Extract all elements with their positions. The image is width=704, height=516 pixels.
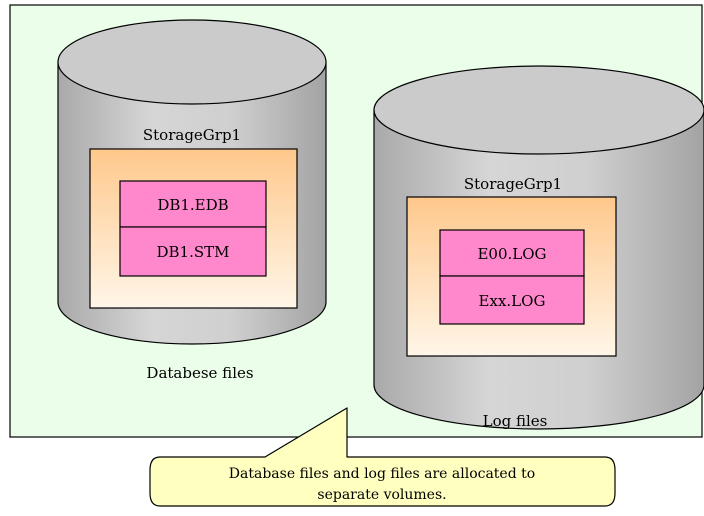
file-box-exx-log	[439, 275, 585, 325]
callout-line-1: Database files and log files are allocat…	[229, 466, 535, 482]
left-storage-cylinder: StorageGrp1 DB1.EDB DB1.STM	[57, 19, 327, 345]
right-storage-cylinder: StorageGrp1 E00.LOG Exx.LOG	[373, 65, 704, 430]
callout-line-2: separate volumes.	[317, 487, 446, 503]
file-box-db1-stm	[119, 226, 267, 277]
file-box-db1-edb	[119, 180, 267, 228]
log-files-caption: Log files	[483, 412, 548, 430]
file-label-db1-edb: DB1.EDB	[157, 196, 228, 214]
left-group-label: StorageGrp1	[143, 126, 241, 144]
file-label-e00-log: E00.LOG	[477, 245, 546, 263]
database-files-caption: Databese files	[146, 364, 253, 382]
left-cylinder-top	[57, 19, 327, 105]
right-cylinder-top	[373, 65, 704, 155]
callout-bubble	[149, 407, 616, 507]
file-label-exx-log: Exx.LOG	[479, 292, 546, 310]
right-group-label: StorageGrp1	[464, 175, 562, 193]
file-box-e00-log	[439, 229, 585, 277]
file-label-db1-stm: DB1.STM	[156, 243, 229, 261]
